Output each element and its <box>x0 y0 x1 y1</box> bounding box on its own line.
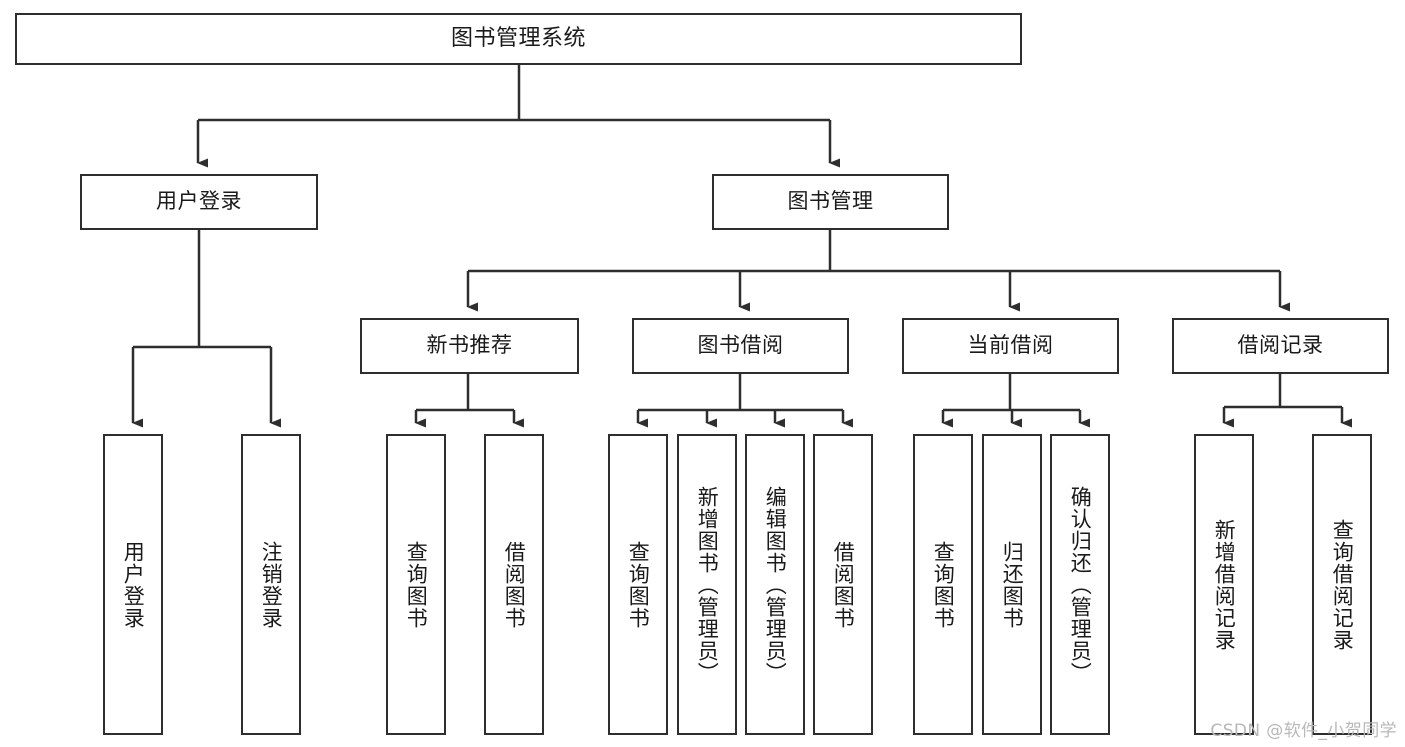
leaf-query-borrow-record[interactable]: 查询借阅记录 <box>1312 434 1372 735</box>
node-root[interactable]: 图书管理系统 <box>15 13 1022 65</box>
leaf-logout[interactable]: 注销登录 <box>241 434 301 735</box>
node-new-book-recommend[interactable]: 新书推荐 <box>360 318 579 374</box>
node-book-management[interactable]: 图书管理 <box>712 174 949 230</box>
leaf-add-book-admin[interactable]: 新增图书（管理员） <box>677 434 737 735</box>
node-borrow-record[interactable]: 借阅记录 <box>1172 318 1389 374</box>
leaf-edit-book-admin[interactable]: 编辑图书（管理员） <box>745 434 805 735</box>
watermark-text: CSDN @软件_小贺同学 <box>1210 721 1397 741</box>
node-book-borrow[interactable]: 图书借阅 <box>632 318 849 374</box>
leaf-borrow-book-recommend[interactable]: 借阅图书 <box>484 434 544 735</box>
leaf-query-book-current[interactable]: 查询图书 <box>913 434 973 735</box>
leaf-query-book-borrow[interactable]: 查询图书 <box>608 434 668 735</box>
leaf-confirm-return-admin[interactable]: 确认归还（管理员） <box>1050 434 1110 735</box>
leaf-add-borrow-record[interactable]: 新增借阅记录 <box>1194 434 1254 735</box>
node-current-borrow[interactable]: 当前借阅 <box>902 318 1119 374</box>
leaf-query-book-recommend[interactable]: 查询图书 <box>386 434 446 735</box>
leaf-return-book[interactable]: 归还图书 <box>982 434 1042 735</box>
leaf-borrow-book[interactable]: 借阅图书 <box>813 434 873 735</box>
node-user-login[interactable]: 用户登录 <box>80 174 318 230</box>
leaf-user-login[interactable]: 用户登录 <box>103 434 163 735</box>
